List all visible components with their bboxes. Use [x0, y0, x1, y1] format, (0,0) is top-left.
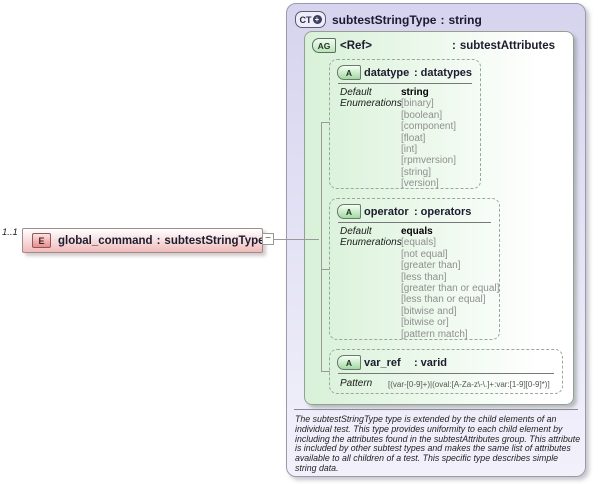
pattern-label: Pattern	[340, 378, 373, 389]
element-name: global_command	[58, 234, 153, 247]
enumeration-value: [less than or equal]	[401, 294, 486, 306]
annotation-text: The subtestStringType type is extended b…	[295, 414, 581, 473]
connector-line-vertical	[321, 122, 322, 371]
attribute-header: A operator : operators	[330, 199, 499, 222]
enumeration-value: [bitwise and]	[401, 305, 457, 317]
attribute-group-icon: AG	[312, 38, 336, 53]
attribute-icon: A	[337, 355, 361, 370]
enumeration-value: [int]	[401, 144, 418, 156]
attribute-header: A datatype : datatypes	[330, 60, 480, 83]
attribute-header: A var_ref : varid	[330, 350, 562, 373]
divider	[338, 83, 472, 84]
attribute-group-header[interactable]: AG <Ref> : subtestAttributes	[312, 38, 555, 53]
enumeration-value: [pattern match]	[401, 328, 468, 340]
enumeration-value: [not equal]	[401, 248, 448, 260]
attribute-icon: A	[337, 204, 361, 219]
attribute-node-var-ref[interactable]: A var_ref : varid Pattern [(var-[0-9]+)|…	[329, 349, 563, 394]
enumeration-value: [equals]	[401, 237, 437, 249]
facet-table: Pattern [(var-[0-9]+)|(oval:[A-Za-z\-\.]…	[330, 374, 562, 389]
collapse-toggle[interactable]: −	[262, 233, 274, 245]
complex-type-name: subtestStringType	[332, 12, 437, 27]
enumeration-value: [binary]	[401, 98, 434, 110]
enumeration-value: [component]	[401, 121, 457, 133]
element-type: subtestStringType	[164, 234, 265, 247]
enumeration-value: [string]	[401, 166, 432, 178]
complex-type-base: string	[448, 12, 482, 27]
complex-type-icon: CT +	[295, 11, 326, 28]
enumeration-value: [boolean]	[401, 109, 443, 121]
element-icon: E	[32, 233, 51, 248]
connector-stub-datatype	[321, 122, 330, 123]
attribute-group-box: AG <Ref> : subtestAttributes A datatype …	[304, 31, 574, 405]
annotation-divider	[294, 409, 578, 410]
element-label: global_command : subtestStringType	[58, 235, 265, 247]
connector-stub-varref	[321, 371, 330, 372]
enumeration-value: [version]	[401, 178, 439, 190]
enumeration-value: [less than]	[401, 271, 447, 283]
attribute-node-datatype[interactable]: A datatype : datatypes Default Enumerati…	[329, 59, 481, 189]
plus-icon: +	[312, 15, 322, 24]
enumeration-value: [rpmversion]	[401, 155, 457, 167]
attribute-group-ref: <Ref>	[340, 39, 372, 52]
complex-type-box: CT + subtestStringType : string AG <Ref>…	[286, 3, 586, 477]
enumerations-label: Enumerations	[340, 237, 402, 249]
divider	[338, 222, 491, 223]
enumeration-value: [greater than or equal]	[401, 283, 500, 295]
divider	[338, 373, 554, 374]
attribute-group-type: subtestAttributes	[459, 39, 556, 52]
element-colon: :	[156, 234, 161, 247]
cardinality-label: 1..1	[2, 227, 18, 238]
connector-line-horizontal	[274, 239, 319, 240]
pattern-value: [(var-[0-9]+)|(oval:[A-Za-z\-\.]+:var:[1…	[388, 380, 550, 389]
complex-type-header[interactable]: CT + subtestStringType : string	[295, 11, 482, 28]
complex-type-colon: :	[440, 12, 445, 27]
default-label: Default	[340, 226, 372, 237]
default-value: string	[401, 87, 429, 98]
facet-table: Default Enumerations string [binary][boo…	[330, 84, 480, 190]
enumeration-list: [equals][not equal][greater than][less t…	[401, 237, 499, 340]
element-node-global-command[interactable]: E global_command : subtestStringType	[22, 228, 265, 253]
enumeration-value: [greater than]	[401, 260, 461, 272]
connector-stub-operator	[321, 269, 330, 270]
attribute-node-operator[interactable]: A operator : operators Default Enumerati…	[329, 198, 500, 340]
complex-type-title: subtestStringType : string	[332, 13, 482, 27]
default-value: equals	[401, 226, 433, 237]
enumeration-value: [bitwise or]	[401, 317, 449, 329]
default-label: Default	[340, 87, 372, 98]
facet-table: Default Enumerations equals [equals][not…	[330, 223, 499, 340]
enumeration-value: [float]	[401, 132, 426, 144]
enumerations-label: Enumerations	[340, 98, 402, 110]
enumeration-list: [binary][boolean][component][float][int]…	[401, 98, 456, 189]
attribute-icon: A	[337, 65, 361, 80]
